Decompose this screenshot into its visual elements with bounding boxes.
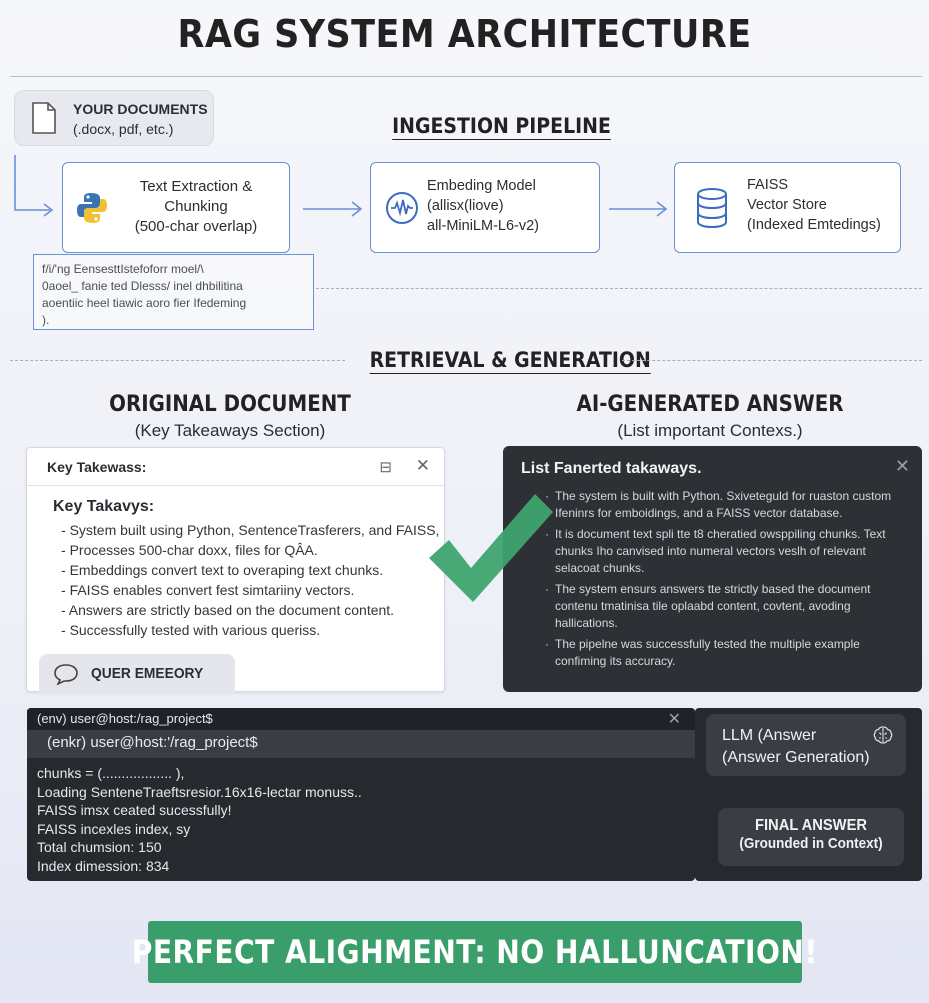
list-item: It is document text spli tte t8 cheratie… bbox=[545, 526, 905, 577]
ocr-line-3: aoentiic heel tiawic aoro fier Ifedeming bbox=[42, 296, 247, 310]
minimize-icon[interactable]: ⊟ bbox=[379, 459, 392, 476]
banner-text: PERFECT ALIGHMENT: NO HALLUNCATION! bbox=[132, 933, 818, 971]
retrieval-divider-left bbox=[10, 360, 345, 361]
original-document-heading: ORIGINAL DOCUMENT bbox=[109, 392, 351, 417]
document-window-title: Key Takewass: bbox=[47, 459, 147, 475]
extraction-line-3: (500-char overlap) bbox=[134, 218, 258, 235]
waveform-icon bbox=[386, 192, 418, 224]
document-window-header: Key Takewass: ⊟ ✕ bbox=[27, 448, 444, 486]
list-item: System built using Python, SentenceTrasf… bbox=[61, 520, 440, 540]
final-answer-subtitle: (Grounded in Context) bbox=[739, 835, 883, 852]
llm-line-2: (Answer Generation) bbox=[722, 749, 870, 766]
ai-answer-subheading: (List important Contexs.) bbox=[617, 421, 803, 440]
final-answer-title: FINAL ANSWER bbox=[754, 817, 868, 834]
close-icon[interactable]: ✕ bbox=[415, 456, 430, 475]
documents-label: YOUR DOCUMENTS bbox=[73, 101, 208, 117]
ocr-line-4: ). bbox=[42, 313, 50, 327]
terminal-title: (env) user@host:/rag_project$ bbox=[37, 711, 213, 726]
extraction-line-1: Text Extraction & bbox=[139, 178, 253, 195]
list-item: Embeddings convert text to overaping tex… bbox=[61, 560, 439, 580]
ocr-line-1: f/i/'ng EensesttIstefoforr moel/\ bbox=[42, 262, 204, 276]
retrieval-divider-right bbox=[622, 360, 922, 361]
terminal-line: FAISS imsx ceated sucessfully! bbox=[37, 802, 232, 818]
terminal-line: FAISS incexles index, sy bbox=[37, 820, 191, 837]
embedding-model-box: Embeding Model (allisx(liove) all-MiniLM… bbox=[370, 162, 600, 253]
documents-source-box: YOUR DOCUMENTS (.docx, pdf, etc.) bbox=[14, 90, 214, 146]
llm-line-1: LLM (Answer bbox=[722, 727, 817, 744]
terminal-output: chunks = (.................. ), Loading … bbox=[37, 764, 362, 875]
python-icon bbox=[77, 193, 107, 223]
ai-answer-heading: AI-GENERATED ANSWER bbox=[576, 392, 844, 417]
database-icon bbox=[697, 188, 727, 229]
faiss-line-3: (Indexed Emtedings) bbox=[747, 217, 881, 233]
terminal-line: Index dimession: 834 bbox=[37, 857, 170, 874]
chat-bubble-icon bbox=[54, 664, 78, 685]
alignment-banner: PERFECT ALIGHMENT: NO HALLUNCATION! bbox=[132, 921, 817, 983]
documents-formats: (.docx, pdf, etc.) bbox=[73, 121, 174, 137]
query-button-label: QUER EMEEORY bbox=[91, 665, 204, 682]
answer-list: The system is built with Python. Sxivete… bbox=[545, 488, 905, 674]
llm-answer-box: LLM (Answer (Answer Generation) bbox=[706, 714, 906, 776]
brain-icon bbox=[873, 726, 893, 744]
terminal-line: chunks = (.................. ), bbox=[37, 765, 185, 781]
terminal-line: Loading SenteneTraeftsresior.16x16-lecta… bbox=[37, 783, 362, 800]
embedding-line-1: Embeding Model bbox=[427, 178, 536, 194]
original-document-window: Key Takewass: ⊟ ✕ Key Takavys: System bu… bbox=[26, 447, 445, 693]
key-takeaways-list: System built using Python, SentenceTrasf… bbox=[61, 520, 440, 640]
close-icon[interactable]: ✕ bbox=[667, 711, 681, 728]
retrieval-heading: RETRIEVAL & GENERATION bbox=[369, 348, 651, 372]
page-title: RAG SYSTEM ARCHITECTURE bbox=[177, 12, 752, 56]
list-item: The system ensurs answers tte strictly b… bbox=[545, 581, 905, 632]
pipeline-connectors bbox=[14, 155, 668, 217]
final-answer-box: FINAL ANSWER (Grounded in Context) bbox=[718, 808, 904, 866]
embedding-line-3: all-MiniLM-L6-v2) bbox=[427, 218, 539, 234]
list-item: The pipelne was successfully tested the … bbox=[545, 636, 905, 670]
extraction-line-2: Chunking bbox=[164, 198, 228, 215]
terminal-prompt-line[interactable]: (enkr) user@host:'/rag_project$ bbox=[27, 730, 695, 758]
embedding-line-2: (allisx(liove) bbox=[427, 198, 504, 214]
list-item: Answers are strictly based on the docume… bbox=[61, 600, 439, 620]
title-divider bbox=[10, 76, 922, 77]
checkmark-icon bbox=[429, 494, 553, 602]
terminal-line: Total chumsion: 150 bbox=[37, 839, 162, 855]
original-document-subheading: (Key Takeaways Section) bbox=[134, 421, 326, 440]
list-item: The system is built with Python. Sxivete… bbox=[545, 488, 905, 522]
text-extraction-box: Text Extraction & Chunking (500-char ove… bbox=[62, 162, 290, 253]
close-icon[interactable]: ✕ bbox=[894, 456, 910, 476]
ingestion-heading: INGESTION PIPELINE bbox=[392, 114, 611, 138]
terminal-window: (env) user@host:/rag_project$ ✕ (enkr) u… bbox=[27, 708, 695, 881]
list-item: Successfully tested with various queriss… bbox=[61, 620, 439, 640]
extracted-text-snippet: f/i/'ng EensesttIstefoforr moel/\ 0aoel_… bbox=[33, 254, 314, 330]
faiss-line-1: FAISS bbox=[747, 177, 789, 193]
answer-window-title: List Fanerted takaways. bbox=[521, 460, 702, 477]
list-item: Processes 500-char doxx, files for QÂA. bbox=[61, 540, 439, 560]
list-item: FAISS enables convert fest simtariiny ve… bbox=[61, 580, 439, 600]
key-takeaways-title: Key Takavys: bbox=[53, 498, 155, 515]
faiss-line-2: Vector Store bbox=[747, 197, 827, 213]
ocr-line-2: 0aoel_ fanie ted Dlesss/ inel dhbilitina bbox=[42, 279, 243, 293]
terminal-prompt: (enkr) user@host:'/rag_project$ bbox=[47, 734, 258, 751]
document-icon bbox=[32, 102, 56, 134]
ingestion-divider bbox=[316, 288, 922, 289]
faiss-vector-store-box: FAISS Vector Store (Indexed Emtedings) bbox=[674, 162, 901, 253]
ai-answer-window: List Fanerted takaways. ✕ The system is … bbox=[503, 446, 922, 692]
terminal-title-bar bbox=[27, 708, 695, 730]
query-memory-button[interactable]: QUER EMEEORY bbox=[39, 654, 235, 693]
